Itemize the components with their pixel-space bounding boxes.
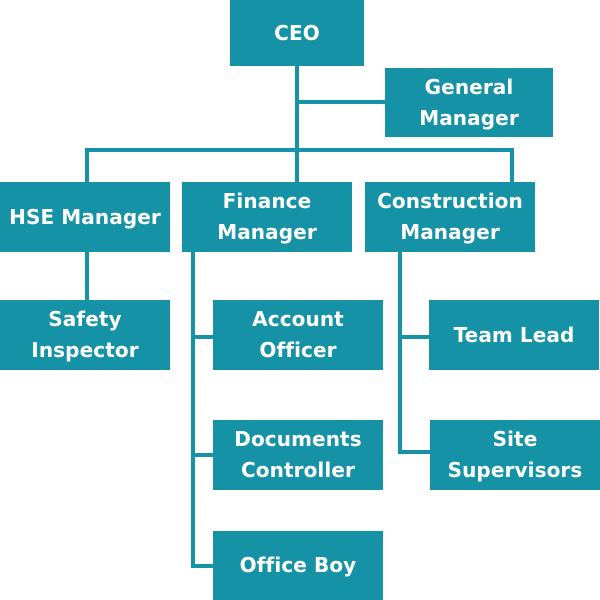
- node-safety-inspector-label-line2: Inspector: [31, 338, 139, 362]
- node-construction-manager-label-line2: Manager: [400, 220, 500, 244]
- node-account-officer: Account Officer: [213, 300, 383, 370]
- node-account-officer-label-line2: Officer: [259, 338, 337, 362]
- node-documents-controller: Documents Controller: [213, 420, 383, 490]
- node-general-manager-label-line1: General: [424, 74, 514, 99]
- node-general-manager: General Manager: [385, 68, 553, 137]
- node-hse-manager-label-line1: HSE Manager: [9, 204, 161, 229]
- node-ceo-label-line1: CEO: [274, 20, 320, 45]
- node-site-supervisors-label-line1: Site: [492, 427, 538, 451]
- node-site-supervisors-label-line2: Supervisors: [447, 458, 583, 482]
- node-office-boy: Office Boy: [213, 531, 383, 600]
- node-account-officer-label-line1: Account: [252, 307, 344, 331]
- node-construction-manager-label-line1: Construction: [377, 189, 523, 213]
- node-finance-manager-label-line2: Manager: [217, 220, 317, 244]
- node-site-supervisors: Site Supervisors: [430, 420, 600, 490]
- node-office-boy-label-line1: Office Boy: [239, 553, 357, 577]
- node-safety-inspector: Safety Inspector: [0, 300, 170, 370]
- node-construction-manager: Construction Manager: [365, 182, 535, 252]
- node-hse-manager: HSE Manager: [0, 182, 170, 252]
- node-documents-controller-label-line1: Documents: [234, 427, 362, 451]
- node-finance-manager: Finance Manager: [182, 182, 352, 252]
- node-ceo: CEO: [230, 0, 364, 66]
- node-team-lead-label-line1: Team Lead: [453, 322, 575, 347]
- node-documents-controller-label-line2: Controller: [241, 458, 355, 482]
- node-safety-inspector-label-line1: Safety: [48, 307, 122, 331]
- node-finance-manager-label-line1: Finance: [222, 189, 312, 213]
- node-general-manager-label-line2: Manager: [419, 105, 519, 130]
- node-team-lead: Team Lead: [429, 300, 599, 370]
